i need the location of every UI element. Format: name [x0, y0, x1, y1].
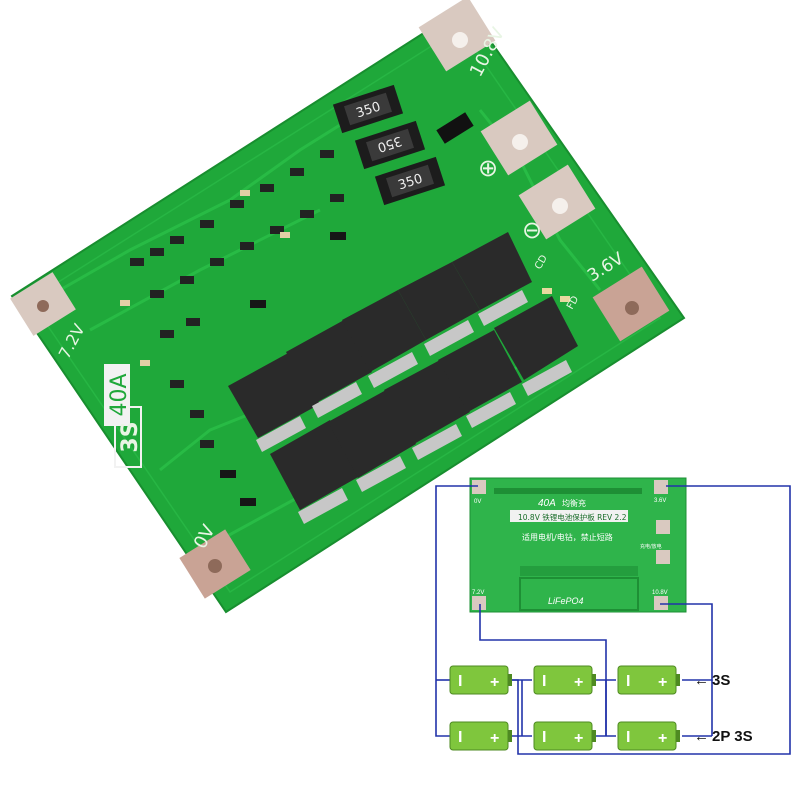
- cell-minus: I: [458, 729, 462, 746]
- resistor-marking-1: 350: [354, 99, 382, 121]
- battery-cells: [449, 665, 680, 751]
- label-3s: 3S: [712, 672, 730, 689]
- mini-board-7-2v: 7.2V: [472, 590, 484, 596]
- battery-cell: [533, 721, 596, 751]
- mosfet-array: [228, 232, 578, 510]
- board-label-3s: 3S: [118, 421, 143, 452]
- board-label-40a: 40A: [107, 373, 132, 416]
- cell-plus: +: [574, 674, 583, 691]
- mini-board-40a: 40A: [538, 498, 556, 509]
- board-plus-symbol: ⊕: [478, 154, 498, 182]
- smd-components: [120, 150, 346, 506]
- mini-board-charge-label: 充电/放电: [640, 543, 662, 550]
- cell-plus: +: [658, 674, 667, 691]
- battery-cell: [449, 665, 512, 695]
- cell-minus: I: [542, 673, 546, 690]
- mini-board-0v: 0V: [474, 499, 481, 505]
- mini-board-10-8v: 10.8V: [652, 590, 668, 596]
- mosfet-tabs: [256, 290, 572, 524]
- cell-plus: +: [574, 730, 583, 747]
- resistor-marking-3: 350: [396, 171, 424, 193]
- battery-cell: [449, 721, 512, 751]
- battery-cell: [533, 665, 596, 695]
- board-minus-symbol: ⊖: [522, 216, 542, 244]
- cell-plus: +: [490, 674, 499, 691]
- mini-board-chemistry: LiFePO4: [548, 596, 584, 606]
- mini-board: [469, 477, 687, 613]
- board-label-boxes: [104, 364, 142, 468]
- mini-board-balance: 均衡充: [562, 498, 586, 508]
- pcb-board: 3S 40A 10.8V 3.6V 7.2V 0V 350 350 350 CD…: [10, 0, 686, 614]
- mini-board-title: 10.8V 铁锂电池保护板 REV 2.2: [518, 512, 627, 522]
- mini-board-3-6v: 3.6V: [654, 498, 666, 504]
- shunt-resistors: [332, 84, 474, 206]
- arrow-3s: ←: [694, 672, 709, 689]
- cell-minus: I: [542, 729, 546, 746]
- battery-cell: [617, 665, 680, 695]
- cell-plus: +: [490, 730, 499, 747]
- solder-pads: [10, 0, 670, 599]
- wiring-diagram: 40A 均衡充 10.8V 铁锂电池保护板 REV 2.2 适用电机/电钻，禁止…: [435, 476, 791, 755]
- cell-minus: I: [626, 673, 630, 690]
- cell-plus: +: [658, 730, 667, 747]
- label-2p3s: 2P 3S: [712, 728, 753, 745]
- cell-minus: I: [458, 673, 462, 690]
- diagram-wires: [435, 485, 791, 755]
- battery-symbols: I + I + I + I + I + I +: [458, 673, 667, 747]
- battery-cell: [617, 721, 680, 751]
- resistor-marking-2: 350: [375, 133, 403, 155]
- arrow-2p3s: ←: [694, 728, 709, 745]
- cell-minus: I: [626, 729, 630, 746]
- mini-board-warning: 适用电机/电钻，禁止短路: [522, 532, 613, 542]
